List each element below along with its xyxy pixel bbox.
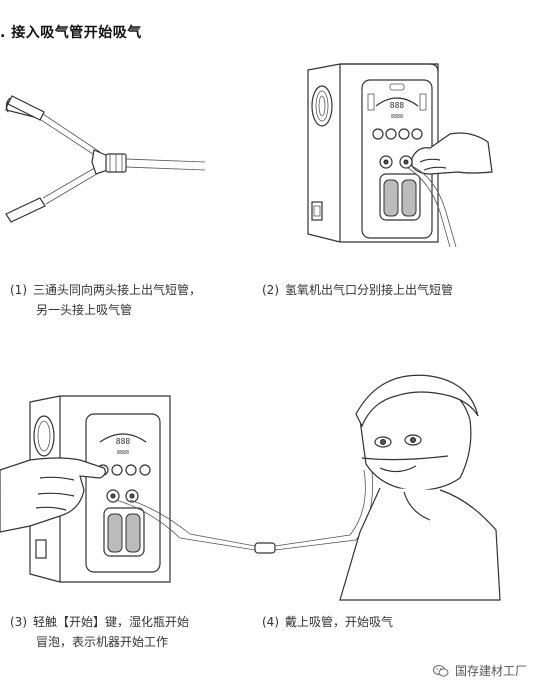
- panel-button-4[interactable]: [411, 128, 423, 140]
- connecting-tube: [115, 469, 373, 554]
- watermark-text: 国存建材工厂: [454, 664, 527, 678]
- watermark: 国存建材工厂: [432, 662, 527, 679]
- step-3-line1: 轻触【开始】键，湿化瓶开始: [33, 615, 190, 629]
- start-and-breathe-illustration: 888 8888: [0, 374, 501, 601]
- y-connector-2: [254, 542, 276, 554]
- panel-button-2[interactable]: [385, 128, 397, 140]
- display-small-digits-2: 8888: [117, 450, 129, 456]
- step-1-line1: 三通头同向两头接上出气短管，: [33, 283, 202, 297]
- step-4-number: (4): [262, 615, 279, 629]
- wechat-icon: [432, 664, 449, 677]
- display-digits: 888: [390, 101, 405, 110]
- pressing-hand: [0, 457, 106, 533]
- step-2-number: (2): [262, 283, 279, 297]
- control-panel-2: 888 8888: [85, 413, 161, 573]
- panel-button-3[interactable]: [398, 128, 410, 140]
- inhalation-tube: [125, 158, 206, 171]
- step-4-line1: 戴上吸管，开始吸气: [285, 615, 394, 629]
- panel-button-d[interactable]: [139, 464, 151, 476]
- person: [339, 374, 501, 601]
- step-1-line2: 另一头接上吸气管: [36, 303, 133, 317]
- control-panel: 888 8888: [361, 79, 433, 239]
- step-3-number: (3): [10, 615, 27, 629]
- y-connector-tube-illustration: [5, 95, 206, 223]
- y-connector: [91, 149, 127, 175]
- display-small-digits: 8888: [391, 114, 403, 120]
- step-1-number: (1): [10, 283, 27, 297]
- panel-button-1[interactable]: [372, 128, 384, 140]
- step-3-line2: 冒泡，表示机器开始工作: [36, 635, 169, 649]
- step-3-caption: (3) 轻触【开始】键，湿化瓶开始 冒泡，表示机器开始工作: [10, 612, 189, 652]
- machine-connect-illustration: 888 8888: [307, 63, 493, 248]
- panel-button-b[interactable]: [111, 464, 123, 476]
- panel-button-c[interactable]: [125, 464, 137, 476]
- upper-short-tube: [5, 95, 101, 157]
- display-digits-2: 888: [116, 437, 131, 446]
- short-tubes: [407, 165, 457, 248]
- lower-short-tube: [5, 165, 101, 223]
- step-2-caption: (2) 氢氧机出气口分别接上出气短管: [262, 280, 453, 300]
- step-4-caption: (4) 戴上吸管，开始吸气: [262, 612, 393, 632]
- step-1-caption: (1) 三通头同向两头接上出气短管， 另一头接上吸气管: [10, 280, 201, 320]
- section-title: . 接入吸气管开始吸气: [0, 25, 142, 41]
- step-2-line1: 氢氧机出气口分别接上出气短管: [285, 283, 454, 297]
